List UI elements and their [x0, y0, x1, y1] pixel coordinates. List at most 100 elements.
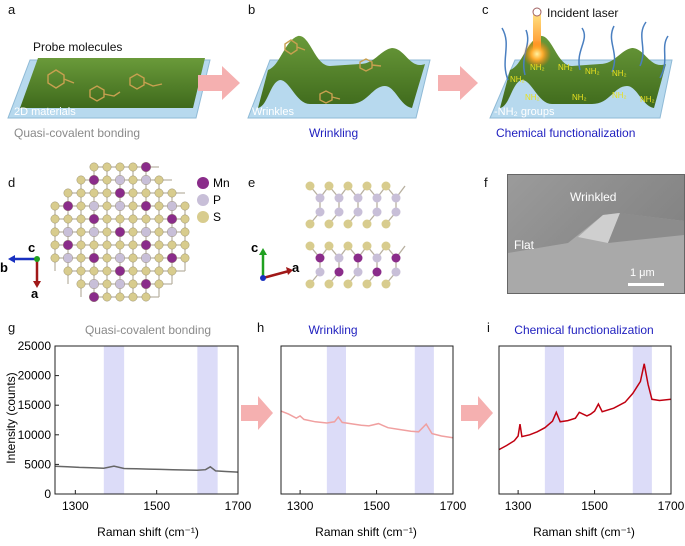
atom-s — [305, 219, 315, 229]
nh2-label: NH₂ — [612, 69, 627, 78]
atom-s — [324, 279, 334, 289]
chart-g-ylabel: Intensity (counts) — [4, 372, 18, 463]
x-tick-label: 1700 — [658, 499, 685, 513]
atom-s — [63, 266, 73, 276]
atom-mn — [88, 252, 99, 263]
atom-s — [128, 279, 138, 289]
lattice-top-view — [50, 161, 190, 302]
chart-g-title: Quasi-covalent bonding — [85, 323, 211, 337]
atom-p — [391, 207, 401, 217]
atom-mn — [140, 161, 151, 173]
atom-s — [154, 175, 164, 185]
atom-s — [128, 188, 138, 198]
atom-p — [391, 267, 401, 277]
sem-wrinkled-label: Wrinkled — [570, 190, 617, 204]
atom-s — [381, 241, 391, 251]
x-tick-label: 1500 — [363, 499, 390, 513]
atom-p — [334, 267, 344, 277]
atom-s — [154, 266, 164, 276]
atom-p — [372, 207, 382, 217]
atom-s — [154, 279, 164, 289]
atom-s — [141, 266, 151, 276]
atom-s — [128, 175, 138, 185]
atom-s — [154, 188, 164, 198]
highlight-band — [414, 346, 434, 494]
atom-s — [76, 253, 86, 263]
atom-s — [180, 214, 190, 224]
x-tick-label: 1700 — [440, 499, 467, 513]
crystal-structures: Mn P S c b a c a — [0, 161, 406, 302]
atom-s — [141, 292, 151, 302]
highlight-band — [103, 346, 125, 494]
caption-b: Wrinkling — [309, 126, 359, 140]
atom-mn — [88, 291, 99, 302]
nh2-groups-label: -NH₂ groups — [494, 106, 555, 118]
atom-p — [372, 253, 382, 263]
probe-molecules-label: Probe molecules — [33, 40, 123, 54]
atom-s — [63, 188, 73, 198]
arrow-b-c — [438, 66, 478, 100]
chart-h-title: Wrinkling — [308, 323, 357, 337]
legend-mn-label: Mn — [213, 176, 230, 190]
atom-s — [324, 241, 334, 251]
atom-s — [76, 201, 86, 211]
atom-s — [324, 181, 334, 191]
atom-s — [128, 201, 138, 211]
atom-s — [102, 292, 112, 302]
atom-s — [128, 266, 138, 276]
atom-p — [140, 226, 151, 237]
atom-s — [305, 241, 315, 251]
atom-mn — [114, 226, 125, 237]
atom-s — [102, 188, 112, 198]
atom-s — [305, 181, 315, 191]
axis-triad-e: c a — [251, 240, 300, 281]
atom-s — [381, 279, 391, 289]
atom-s — [50, 253, 60, 263]
atom-mn — [114, 265, 125, 276]
atom-p — [315, 193, 325, 203]
sheet-a — [20, 58, 205, 108]
arrow-h-i — [461, 396, 493, 430]
atom-p — [114, 174, 125, 186]
atom-s — [180, 201, 190, 211]
atom-s — [180, 240, 190, 250]
panel-b-letter: b — [248, 2, 256, 17]
panel-a-letter: a — [8, 2, 16, 17]
atom-s — [102, 240, 112, 250]
panel-d-letter: d — [8, 175, 16, 190]
atom-p — [114, 278, 125, 289]
atom-s — [167, 240, 177, 250]
sem-flat-label: Flat — [514, 238, 535, 252]
spectrum-line-h — [280, 410, 454, 439]
chart-i-xlabel: Raman shift (cm⁻¹) — [533, 525, 635, 539]
atom-s — [180, 227, 190, 237]
atom-mn — [140, 278, 151, 289]
sem-image: Wrinkled Flat 1 μm — [507, 174, 685, 294]
atom-s — [50, 214, 60, 224]
atom-s — [141, 214, 151, 224]
atom-s — [154, 201, 164, 211]
panel-c-letter: c — [482, 2, 489, 17]
atom-p — [114, 252, 125, 263]
atom-p — [114, 201, 125, 212]
chart-h-xlabel: Raman shift (cm⁻¹) — [315, 525, 417, 539]
nh2-label: NH₂ — [510, 75, 525, 84]
atom-mn — [166, 214, 177, 225]
legend-s-label: S — [213, 210, 221, 224]
atom-p — [391, 253, 401, 263]
probe-molecules-a — [47, 69, 163, 102]
laser-spot — [523, 40, 551, 68]
panel-i-letter: i — [487, 320, 490, 335]
atom-s — [180, 253, 190, 263]
atom-s — [102, 266, 112, 276]
legend-mn-swatch — [197, 177, 209, 189]
y-tick-label: 25000 — [18, 339, 52, 353]
atom-s — [343, 181, 353, 191]
atom-s — [102, 175, 112, 185]
atom-s — [76, 227, 86, 237]
atom-s — [76, 175, 86, 185]
atom-mn — [166, 252, 177, 263]
y-tick-label: 5000 — [24, 457, 51, 471]
nh2-label: NH₂ — [612, 91, 627, 100]
atom-s — [154, 240, 164, 250]
